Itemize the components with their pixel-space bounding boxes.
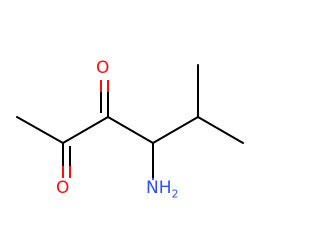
bond-c5-c6 (197, 116, 244, 144)
h-symbol: H (158, 178, 172, 198)
atom-label-o-upper: O (96, 58, 109, 78)
atom-label-nh2: NH2 (146, 178, 179, 200)
molecule-canvas: O O NH2 (16, 58, 244, 201)
o-lower-symbol: O (56, 178, 70, 198)
bond-c4-c5 (152, 116, 199, 144)
bond-c3-o-double (100, 80, 109, 117)
n-symbol: N (146, 178, 159, 198)
h-count: 2 (171, 187, 179, 201)
bond-lines (16, 64, 244, 179)
bond-c2-c3 (62, 116, 109, 144)
bond-c2-o-double (62, 143, 71, 178)
atom-label-o-lower: O (56, 178, 69, 198)
bond-c3-c4 (107, 116, 154, 144)
o-upper-symbol: O (96, 58, 110, 78)
bond-methyl-c2 (16, 116, 64, 144)
molecule-drawing (16, 64, 244, 180)
